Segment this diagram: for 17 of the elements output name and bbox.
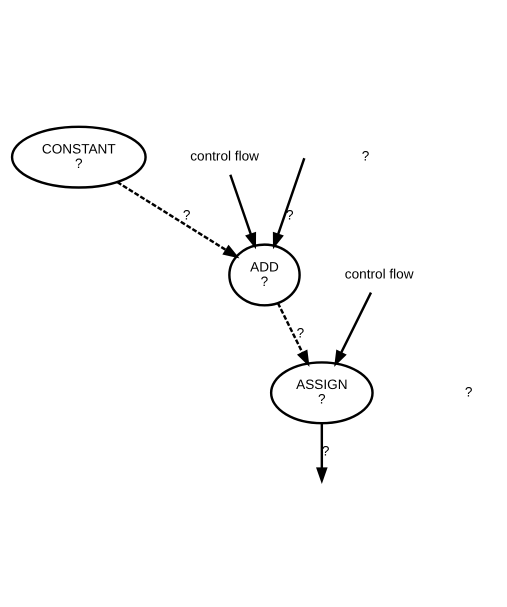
edge-label: ?	[296, 324, 304, 340]
arrow	[272, 157, 306, 249]
node-ellipse: CONSTANT ?	[10, 125, 147, 188]
label: ?	[362, 148, 370, 164]
edge-label: ?	[286, 207, 294, 222]
node-ellipse: ADD ?	[228, 242, 301, 306]
arrow	[334, 292, 372, 366]
label: ?	[464, 384, 472, 399]
arrow	[276, 302, 310, 366]
edge-label: ?	[182, 207, 190, 222]
arrow	[116, 180, 240, 258]
edge-label: ?	[322, 442, 330, 458]
node-text: control flow	[190, 148, 260, 164]
node-text: control flow	[344, 266, 414, 282]
arrow	[229, 174, 256, 249]
arrow	[316, 422, 328, 484]
node-ellipse: ASSIGN ?	[270, 360, 374, 424]
